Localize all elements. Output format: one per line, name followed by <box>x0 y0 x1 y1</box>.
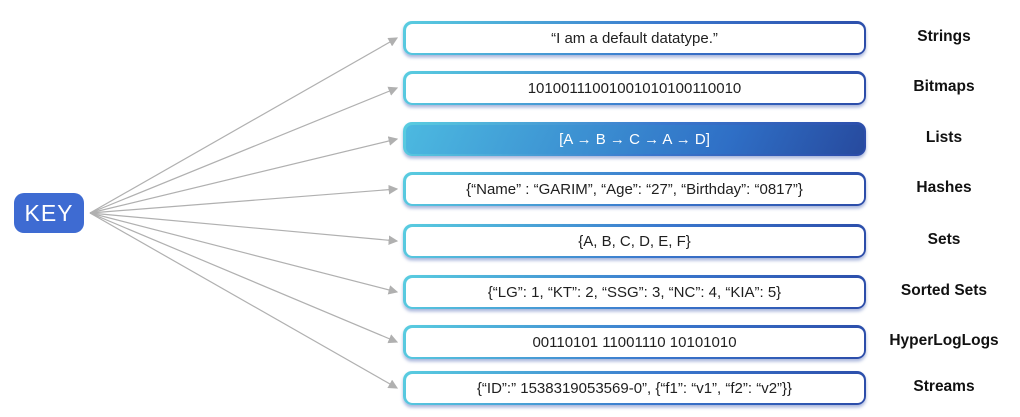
arrow-key-to-hyperloglogs <box>89 212 399 344</box>
value-box-strings: “I am a default datatype.” <box>403 21 866 55</box>
value-streams: {“ID”:” 1538319053569-0”, {“f1”: “v1”, “… <box>405 373 864 403</box>
value-box-streams: {“ID”:” 1538319053569-0”, {“f1”: “v1”, “… <box>403 371 866 405</box>
value-bitmaps: 10100111001001010100110010 <box>405 73 864 103</box>
value-strings: “I am a default datatype.” <box>405 23 864 53</box>
value-lists: [A → B → C → A → D] <box>405 124 864 154</box>
value-box-bitmaps: 10100111001001010100110010 <box>403 71 866 105</box>
arrow-key-to-sorted-sets <box>89 212 399 295</box>
type-label-sets: Sets <box>927 231 961 248</box>
type-label-hyperloglogs: HyperLogLogs <box>889 332 999 349</box>
value-box-sets: {A, B, C, D, E, F} <box>403 224 866 258</box>
type-label-strings: Strings <box>917 28 971 45</box>
arrow-key-to-sets <box>89 212 399 246</box>
type-label-bitmaps: Bitmaps <box>913 78 975 95</box>
value-hyperloglogs: 00110101 11001110 10101010 <box>405 327 864 357</box>
type-label-sorted-sets: Sorted Sets <box>900 282 988 299</box>
type-label-streams: Streams <box>913 378 975 395</box>
arrow-key-to-bitmaps <box>89 86 399 214</box>
arrow-key-to-hashes <box>89 184 399 214</box>
value-sets: {A, B, C, D, E, F} <box>405 226 864 256</box>
value-box-hashes: {“Name” : “GARIM”, “Age”: “27”, “Birthda… <box>403 172 866 206</box>
arrow-key-to-strings <box>89 37 399 214</box>
arrow-key-to-streams <box>89 212 399 389</box>
value-sorted-sets: {“LG”: 1, “KT”: 2, “SSG”: 3, “NC”: 4, “K… <box>405 277 864 307</box>
value-box-sorted-sets: {“LG”: 1, “KT”: 2, “SSG”: 3, “NC”: 4, “K… <box>403 275 866 309</box>
value-box-hyperloglogs: 00110101 11001110 10101010 <box>403 325 866 359</box>
type-label-hashes: Hashes <box>916 179 972 196</box>
type-label-lists: Lists <box>925 129 963 146</box>
key-label: KEY <box>24 199 74 226</box>
arrow-key-to-lists <box>89 136 399 214</box>
key-node: KEY <box>14 193 84 233</box>
value-box-lists: [A → B → C → A → D] <box>403 122 866 156</box>
value-hashes: {“Name” : “GARIM”, “Age”: “27”, “Birthda… <box>405 174 864 204</box>
